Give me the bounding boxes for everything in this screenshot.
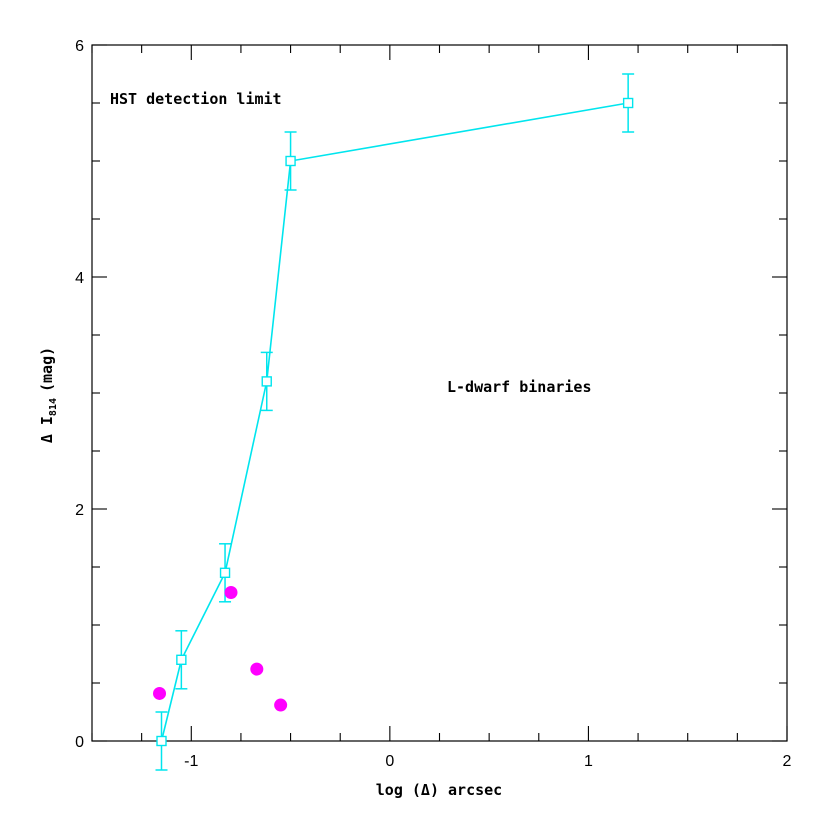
x-tick-label: 2 <box>783 753 792 770</box>
detection-limit-point <box>622 97 634 109</box>
series-layer <box>153 73 635 771</box>
x-tick-label: 0 <box>385 753 394 770</box>
tick-labels: -1 0 1 2 0 2 4 6 <box>75 38 791 770</box>
detection-limit-point <box>156 735 167 747</box>
detection-limit-point <box>285 155 296 167</box>
y-tick-label: 4 <box>75 270 84 287</box>
x-tick-label: 1 <box>584 753 593 770</box>
y-tick-label: 6 <box>75 38 84 55</box>
y-axis-title: Δ I814 (mag) <box>38 347 59 443</box>
detection-limit-point <box>219 567 231 578</box>
y-axis-title-unit: (mag) <box>38 347 56 392</box>
y-axis-title-main: Δ I <box>38 416 56 443</box>
l-dwarf-binary-point <box>274 698 288 712</box>
l-dwarf-binary-point <box>153 686 167 700</box>
y-tick-label: 0 <box>75 734 84 751</box>
detection-limit-point <box>261 376 272 387</box>
x-axis-title: log (Δ) arcsec <box>376 781 502 799</box>
l-dwarf-binary-point <box>250 662 264 676</box>
annotation-l-dwarf-binaries: L-dwarf binaries <box>447 378 592 396</box>
axis-ticks <box>91 44 788 742</box>
x-tick-label: -1 <box>184 753 198 770</box>
detection-limit-point <box>176 654 187 665</box>
detection-limit-line <box>160 102 629 742</box>
annotation-hst-detection-limit: HST detection limit <box>110 90 282 108</box>
l-dwarf-binary-point <box>224 586 238 600</box>
y-axis-title-subscript: 814 <box>48 398 59 416</box>
plot-frame <box>91 44 788 742</box>
y-tick-label: 2 <box>75 502 84 519</box>
